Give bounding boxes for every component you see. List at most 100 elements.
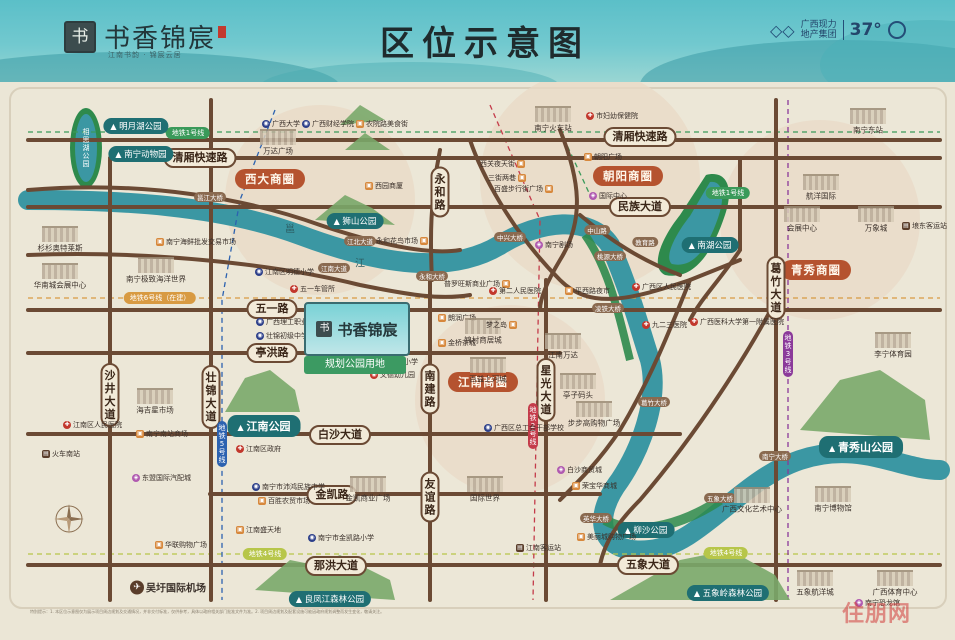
bridge-road-label: 教育路 bbox=[632, 237, 658, 247]
landmark-label: 金凯商业广场 bbox=[345, 493, 391, 503]
poi-item[interactable]: ◈南宁剧场 bbox=[535, 240, 573, 250]
poi-item[interactable]: ◉广西大学 bbox=[262, 119, 300, 129]
landmark-building-icon bbox=[138, 257, 174, 273]
park-badge[interactable]: 青秀山公园 bbox=[819, 436, 903, 458]
poi-item[interactable]: ◉壮锦初级中学 bbox=[256, 331, 308, 341]
poi-label: 第二人民医院 bbox=[499, 287, 541, 295]
poi-item[interactable]: ◈东盟国际汽配城 bbox=[132, 473, 191, 483]
poi-label: 百盛步行街广场 bbox=[494, 185, 543, 193]
poi-label: 百胜农贸市场 bbox=[268, 497, 310, 505]
poi-label: 农院路美食街 bbox=[366, 120, 408, 128]
landmark-building-icon bbox=[137, 388, 173, 404]
landmark-building-icon bbox=[350, 476, 386, 492]
project-marker[interactable]: 书 书香锦宸 bbox=[304, 302, 410, 356]
hospital-icon: ✚ bbox=[586, 112, 594, 120]
landmark-building-icon bbox=[260, 129, 296, 145]
road-label: 清厢快速路 bbox=[603, 127, 677, 147]
landmark-label: 南宁极致海洋世界 bbox=[126, 274, 186, 284]
poi-item[interactable]: ▣南宁海鲜批发交易市场 bbox=[156, 237, 236, 247]
district-badge[interactable]: 江南商圈 bbox=[448, 372, 518, 392]
poi-item[interactable]: ▣朝阳广场 bbox=[584, 152, 622, 162]
poi-item[interactable]: ◉南宁市沛鸿民族中学 bbox=[252, 482, 325, 492]
park-badge[interactable]: 明月湖公园 bbox=[103, 118, 169, 134]
poi-item[interactable]: ▣华联购物广场 bbox=[155, 540, 207, 550]
park-badge[interactable]: 江南公园 bbox=[227, 415, 301, 437]
poi-item[interactable]: ◈国际中心 bbox=[589, 191, 627, 201]
bridge-road-label: 邕江大桥 bbox=[194, 192, 226, 202]
poi-item[interactable]: ✚五一车管所 bbox=[290, 284, 335, 294]
landmark-building-icon bbox=[42, 263, 78, 279]
poi-item[interactable]: ▣荣宝华商城 bbox=[572, 481, 617, 491]
poi-item[interactable]: ◉江南区明德小学 bbox=[255, 267, 314, 277]
landmark-building-icon bbox=[470, 357, 506, 373]
poi-item[interactable]: ✚九二三医院 bbox=[642, 320, 687, 330]
park-badge[interactable]: 良凤江森林公园 bbox=[288, 591, 372, 607]
park-badge[interactable]: 狮山公园 bbox=[326, 213, 384, 229]
district-badge[interactable]: 西大商圈 bbox=[235, 169, 305, 189]
poi-item[interactable]: ◉广西区总工会干部学校 bbox=[484, 423, 564, 433]
poi-item[interactable]: ✚江南区人民医院 bbox=[63, 420, 122, 430]
poi-item[interactable]: 永和花鸟市场▣ bbox=[376, 236, 428, 246]
poi-label: 壮锦初级中学 bbox=[266, 332, 308, 340]
road-label: 那洪大道 bbox=[305, 556, 367, 576]
landmark-label: 南宁火车站 bbox=[534, 123, 572, 133]
shopping-icon: ▣ bbox=[438, 314, 446, 322]
anniversary-badge: 37° bbox=[842, 20, 882, 40]
shopping-icon: ▣ bbox=[509, 321, 517, 329]
shopping-icon: ▣ bbox=[502, 280, 510, 288]
landmark-label: 国际世界 bbox=[470, 493, 500, 503]
road-label: 壮锦大道 bbox=[201, 365, 221, 429]
school-icon: ◉ bbox=[484, 424, 492, 432]
poi-item[interactable]: ✚广西医科大学第一附属医院 bbox=[690, 317, 784, 327]
poi-item[interactable]: ▣美丽城购物广场 bbox=[577, 532, 636, 542]
poi-item[interactable]: 三街两巷▣ bbox=[488, 173, 526, 183]
poi-label: 国际中心 bbox=[599, 192, 627, 200]
poi-item[interactable]: ▣百胜农贸市场 bbox=[258, 496, 310, 506]
poi-item[interactable]: ✚江南区政府 bbox=[236, 444, 281, 454]
poi-item[interactable]: ✚广西区人民医院 bbox=[632, 282, 691, 292]
shopping-icon: ▣ bbox=[572, 482, 580, 490]
poi-item[interactable]: ✚市妇幼保健院 bbox=[586, 111, 638, 121]
poi-item[interactable]: ◉广西财经学院 bbox=[302, 119, 354, 129]
park-badge[interactable]: 南湖公园 bbox=[681, 237, 739, 253]
poi-item[interactable]: ▣农院路美食街 bbox=[356, 119, 408, 129]
poi-item[interactable]: ▤火车南站 bbox=[42, 449, 80, 459]
poi-item[interactable]: ▣江南盛天地 bbox=[236, 525, 281, 535]
poi-item[interactable]: ▣平西路夜市 bbox=[565, 286, 610, 296]
poi-item[interactable]: ◈白沙商贸城 bbox=[557, 465, 602, 475]
shopping-icon: ▣ bbox=[577, 533, 585, 541]
poi-item[interactable]: ▣朗润广场 bbox=[438, 313, 476, 323]
poi-item[interactable]: ▣金桥茶城 bbox=[438, 338, 476, 348]
poi-item[interactable]: ▤江南客运站 bbox=[516, 543, 561, 553]
poi-item[interactable]: ▤埌东客运站 bbox=[902, 221, 947, 231]
poi-item[interactable]: 百盛步行街广场▣ bbox=[494, 184, 553, 194]
landmark-label: 五象航洋城 bbox=[796, 587, 834, 597]
shopping-icon: ▣ bbox=[545, 185, 553, 193]
poi-item[interactable]: 西关夜天街▣ bbox=[480, 159, 525, 169]
district-badge[interactable]: 朝阳商圈 bbox=[593, 166, 663, 186]
road-label: 友谊路 bbox=[420, 471, 440, 523]
poi-item[interactable]: 梦之岛▣ bbox=[486, 320, 517, 330]
park-badge[interactable]: 五象岭森林公园 bbox=[686, 585, 770, 601]
poi-item[interactable]: ✈吴圩国际机场 bbox=[130, 580, 206, 595]
district-badge[interactable]: 青秀商圈 bbox=[781, 260, 851, 280]
landmark-building-icon bbox=[858, 206, 894, 222]
shopping-icon: ▣ bbox=[518, 174, 526, 182]
landmark-label: 广西体育中心 bbox=[872, 587, 918, 597]
poi-label: 南宁海鲜批发交易市场 bbox=[166, 238, 236, 246]
poi-item[interactable]: 普罗旺斯商业广场▣ bbox=[444, 279, 510, 289]
poi-item[interactable]: ▣西园商厦 bbox=[365, 181, 403, 191]
park-badge[interactable]: 柳沙公园 bbox=[617, 522, 675, 538]
park-label: 相思湖公园 bbox=[82, 128, 90, 168]
airport-icon: ✈ bbox=[130, 580, 144, 594]
poi-item[interactable]: ◉文德幼儿园 bbox=[370, 370, 415, 380]
metro-line-badge: 地铁1号线 bbox=[705, 187, 751, 199]
poi-item[interactable]: ▣南宁南站商场 bbox=[136, 429, 188, 439]
poi-item[interactable]: ✚第二人民医院 bbox=[489, 286, 541, 296]
bridge-road-label: 江南大道 bbox=[318, 263, 350, 273]
poi-item[interactable]: ◉广西理工职业技术学校 bbox=[256, 317, 336, 327]
shopping-icon: ▣ bbox=[156, 238, 164, 246]
poi-item[interactable]: ◉南宁市金凯路小学 bbox=[308, 533, 374, 543]
park-badge[interactable]: 南宁动物园 bbox=[108, 146, 174, 162]
poi-item[interactable]: ◈南宁恐龙馆 bbox=[855, 598, 900, 608]
